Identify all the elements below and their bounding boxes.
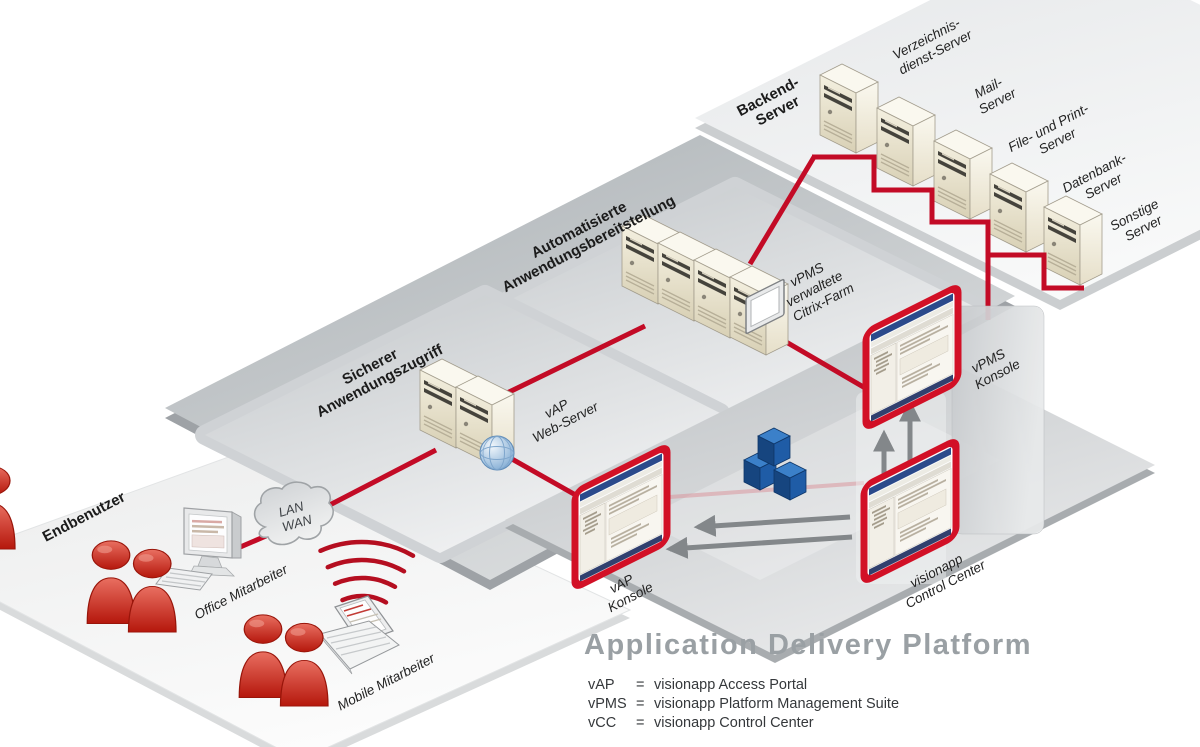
farm-monitor-icon: [745, 278, 785, 335]
desktop-pc-icon: [155, 507, 242, 591]
server-icon: [876, 96, 936, 187]
vap-webserver-group: [419, 358, 515, 471]
server-icon: [819, 63, 879, 154]
backend-trunk-line: [812, 154, 1084, 291]
legend-row: vCC = visionapp Control Center: [588, 714, 899, 733]
server-icon: [933, 129, 993, 220]
legend-abbr: vAP: [588, 677, 615, 693]
globe-icon: [479, 435, 515, 471]
legend-abbr: vPMS: [588, 696, 627, 712]
line-farm-backend: [747, 155, 817, 266]
line-cloud-webserver: [320, 447, 438, 512]
legend-name: visionapp Control Center: [654, 715, 814, 731]
people-pair: [0, 457, 16, 550]
citrix-farm-group: [621, 214, 789, 356]
vpms-wall-panel: [951, 305, 1045, 535]
legend-row: vAP = visionapp Access Portal: [588, 676, 899, 695]
arrow-left-1: [693, 514, 851, 537]
legend-equals: =: [636, 715, 645, 731]
legend: vAP = visionapp Access Portal vPMS = vis…: [588, 676, 899, 733]
legend-equals: =: [636, 677, 645, 693]
legend-name: visionapp Platform Management Suite: [654, 696, 900, 712]
server-icon: [989, 162, 1049, 253]
legend-equals: =: [636, 696, 645, 712]
server-icon: [1043, 195, 1103, 286]
legend-name: visionapp Access Portal: [654, 677, 808, 693]
blue-cubes-icon: [743, 427, 807, 501]
legend-abbr: vCC: [588, 715, 617, 731]
page-title: Application Delivery Platform: [584, 629, 1032, 661]
legend-row: vPMS = visionapp Platform Management Sui…: [588, 695, 899, 714]
arrow-left-2: [665, 534, 853, 559]
laptop-icon: [319, 595, 400, 675]
lan-wan-cloud: LAN WAN: [253, 481, 334, 546]
endusers-platform: [0, 441, 632, 747]
